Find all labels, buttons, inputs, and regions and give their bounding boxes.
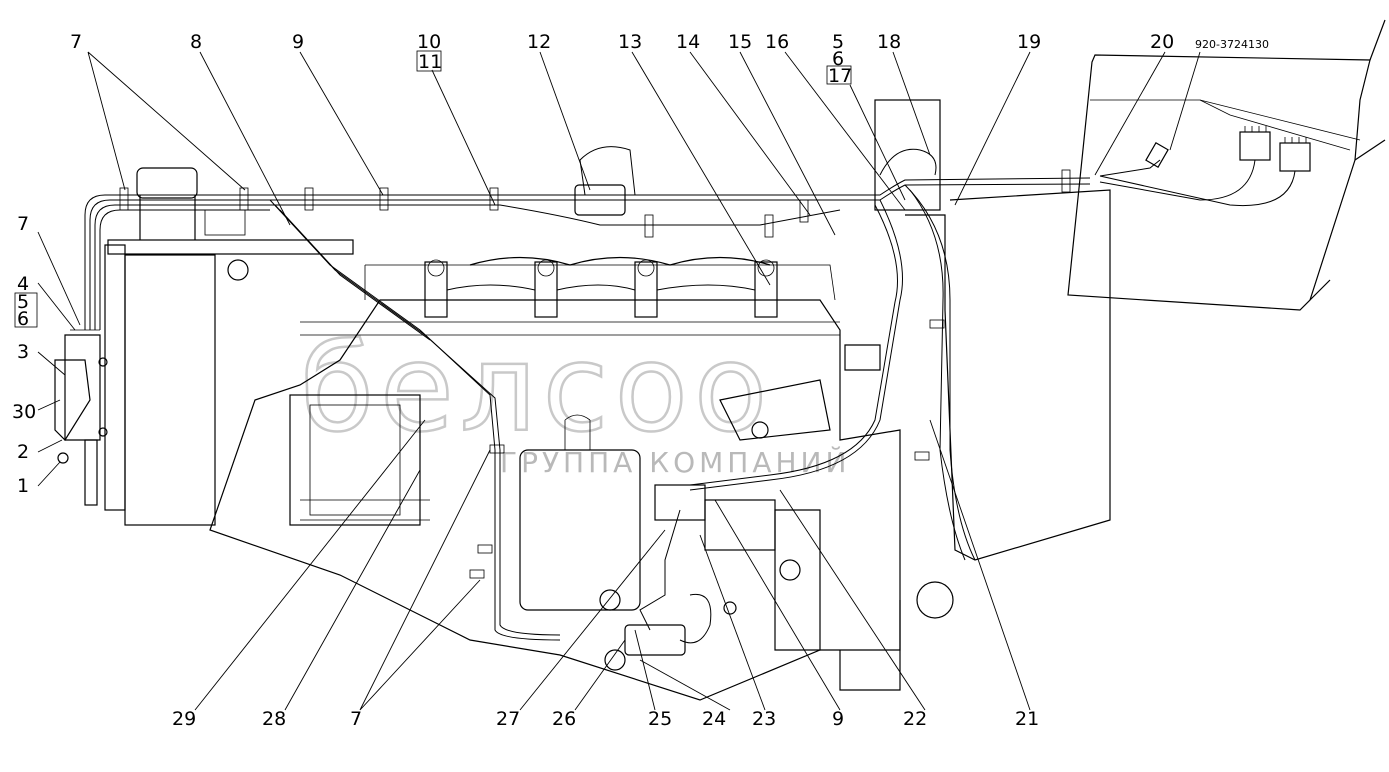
harness-clips bbox=[119, 169, 1071, 579]
radiator-cap bbox=[136, 167, 198, 199]
fuse-holder bbox=[1145, 142, 1169, 168]
watermark-brand: белсоо bbox=[300, 320, 773, 459]
callouts-top: 7 8 9 10 11 12 13 14 15 16 5 6 17 18 19 … bbox=[70, 31, 1269, 87]
callout-7-left: 7 bbox=[17, 213, 29, 235]
engine-block bbox=[209, 99, 1111, 701]
sensor-lower bbox=[624, 624, 686, 656]
connector-block-2 bbox=[1279, 142, 1311, 172]
callout-9-bottom: 9 bbox=[832, 708, 844, 730]
callout-25: 25 bbox=[648, 708, 672, 730]
watermark: белсоо ГРУППА КОМПАНИЙ bbox=[299, 319, 850, 479]
callout-8: 8 bbox=[190, 31, 202, 53]
callout-11: 11 bbox=[418, 51, 442, 73]
callout-frames bbox=[14, 50, 852, 328]
generator bbox=[289, 394, 421, 526]
callout-14: 14 bbox=[676, 31, 700, 53]
callout-10: 10 bbox=[417, 31, 441, 53]
callout-28: 28 bbox=[262, 708, 286, 730]
callout-30: 30 bbox=[12, 401, 36, 423]
callout-7-top: 7 bbox=[70, 31, 82, 53]
callout-27: 27 bbox=[496, 708, 520, 730]
callout-6-left: 6 bbox=[17, 308, 29, 330]
callout-24: 24 bbox=[702, 708, 726, 730]
callout-19: 19 bbox=[1017, 31, 1041, 53]
injectors bbox=[424, 259, 778, 318]
callout-18: 18 bbox=[877, 31, 901, 53]
callout-4: 4 bbox=[17, 273, 29, 295]
callout-16: 16 bbox=[765, 31, 789, 53]
relay-top bbox=[574, 184, 626, 216]
cab-panel bbox=[1067, 19, 1386, 311]
oil-filter bbox=[519, 449, 641, 611]
callout-3: 3 bbox=[17, 341, 29, 363]
callouts-bottom: 29 28 7 27 26 25 24 23 9 22 21 bbox=[172, 708, 1039, 730]
callout-9-top: 9 bbox=[292, 31, 304, 53]
callout-22: 22 bbox=[903, 708, 927, 730]
callout-15: 15 bbox=[728, 31, 752, 53]
relay-unit bbox=[654, 484, 706, 521]
callout-20: 20 bbox=[1150, 31, 1174, 53]
callout-12: 12 bbox=[527, 31, 551, 53]
callouts-left: 7 4 5 6 3 30 2 1 bbox=[12, 213, 36, 497]
callout-2: 2 bbox=[17, 441, 29, 463]
callout-21: 21 bbox=[1015, 708, 1039, 730]
callout-1: 1 bbox=[17, 475, 29, 497]
left-bracket bbox=[54, 329, 108, 506]
callout-5-left: 5 bbox=[17, 291, 29, 313]
callout-6-top: 6 bbox=[832, 48, 844, 70]
connector-block-1 bbox=[1239, 131, 1271, 161]
callout-5-top: 5 bbox=[832, 31, 844, 53]
leader-lines bbox=[37, 51, 1201, 711]
callout-23: 23 bbox=[752, 708, 776, 730]
callout-29: 29 bbox=[172, 708, 196, 730]
main-harness bbox=[84, 146, 1091, 644]
callout-26: 26 bbox=[552, 708, 576, 730]
callout-13: 13 bbox=[618, 31, 642, 53]
watermark-subtitle: ГРУППА КОМПАНИЙ bbox=[500, 445, 850, 479]
part-number-label: 920-3724130 bbox=[1195, 38, 1269, 51]
callout-17: 17 bbox=[828, 65, 852, 87]
callout-7-bottom: 7 bbox=[350, 708, 362, 730]
